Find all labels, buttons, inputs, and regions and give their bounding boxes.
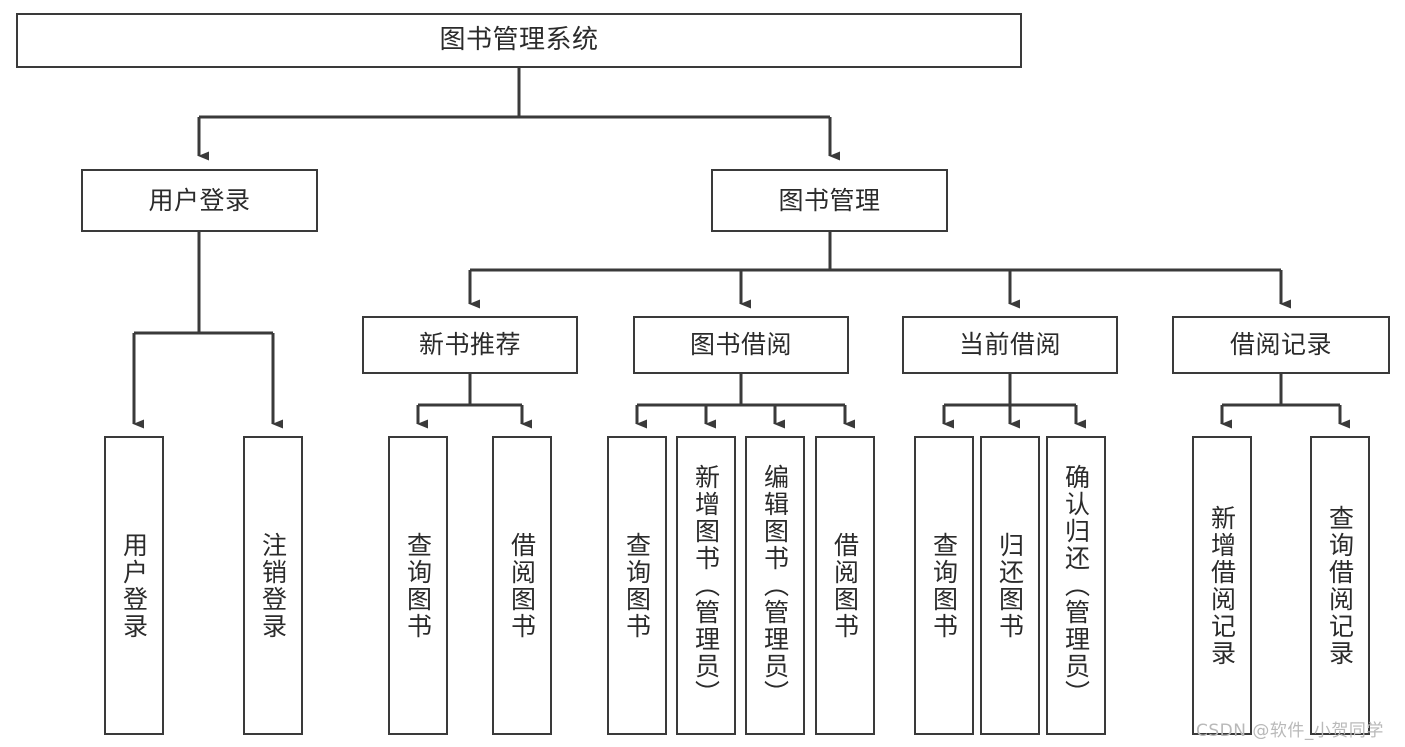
node-label: 新增借阅记录: [1207, 504, 1237, 667]
node-label: 查询借阅记录: [1325, 504, 1355, 667]
node-label: 用户登录: [148, 185, 251, 215]
node-label: 编辑图书（管理员）: [760, 464, 790, 707]
node-label: 图书管理系统: [439, 25, 599, 56]
node-label: 新增图书（管理员）: [691, 464, 721, 707]
leaf-book-borrow-add[interactable]: 新增图书（管理员）: [676, 436, 736, 735]
node-label: 用户登录: [119, 531, 149, 640]
node-root-system[interactable]: 图书管理系统: [16, 13, 1022, 68]
node-label: 借阅图书: [830, 531, 860, 640]
node-book-borrow[interactable]: 图书借阅: [633, 316, 849, 374]
node-label: 查询图书: [622, 531, 652, 640]
node-label: 归还图书: [995, 531, 1025, 640]
node-label: 借阅图书: [507, 531, 537, 640]
leaf-new-book-borrow[interactable]: 借阅图书: [492, 436, 552, 735]
node-label: 新书推荐: [418, 330, 521, 360]
csdn-watermark: CSDN @软件_小贺同学: [1196, 721, 1384, 741]
node-label: 查询图书: [929, 531, 959, 640]
node-current-borrow[interactable]: 当前借阅: [902, 316, 1118, 374]
node-label: 确认归还（管理员）: [1061, 464, 1091, 707]
leaf-current-borrow-query[interactable]: 查询图书: [914, 436, 974, 735]
node-label: 查询图书: [403, 531, 433, 640]
node-user-login[interactable]: 用户登录: [81, 169, 318, 232]
leaf-new-book-query[interactable]: 查询图书: [388, 436, 448, 735]
leaf-book-borrow-edit[interactable]: 编辑图书（管理员）: [745, 436, 805, 735]
node-label: 图书借阅: [689, 330, 792, 360]
node-label: 注销登录: [258, 531, 288, 640]
leaf-user-login-logout[interactable]: 注销登录: [243, 436, 303, 735]
node-label: 当前借阅: [958, 330, 1061, 360]
leaf-borrow-record-add[interactable]: 新增借阅记录: [1192, 436, 1252, 735]
leaf-borrow-record-query[interactable]: 查询借阅记录: [1310, 436, 1370, 735]
leaf-book-borrow-borrow[interactable]: 借阅图书: [815, 436, 875, 735]
leaf-book-borrow-query[interactable]: 查询图书: [607, 436, 667, 735]
node-label: 借阅记录: [1229, 330, 1332, 360]
node-borrow-record[interactable]: 借阅记录: [1172, 316, 1390, 374]
node-new-book-recommend[interactable]: 新书推荐: [362, 316, 578, 374]
leaf-current-borrow-confirm-return[interactable]: 确认归还（管理员）: [1046, 436, 1106, 735]
node-book-management[interactable]: 图书管理: [711, 169, 948, 232]
leaf-user-login-login[interactable]: 用户登录: [104, 436, 164, 735]
node-label: 图书管理: [778, 185, 881, 215]
leaf-current-borrow-return[interactable]: 归还图书: [980, 436, 1040, 735]
